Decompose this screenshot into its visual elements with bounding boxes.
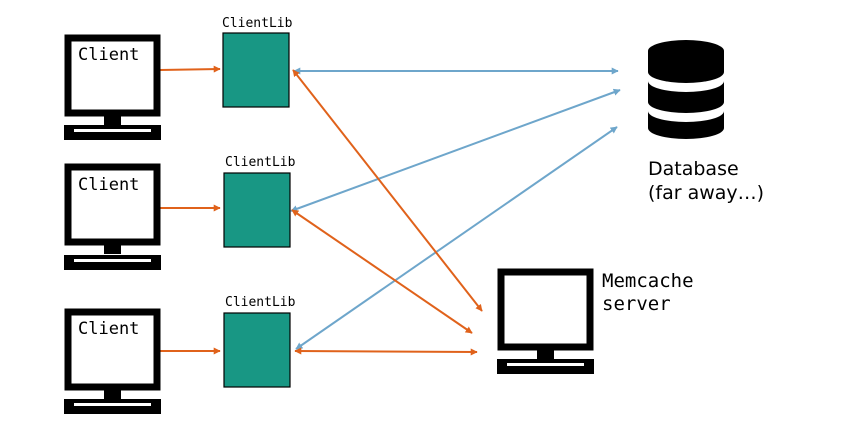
- arrow-clientlib2-database: [290, 88, 621, 213]
- database-cylinder-icon: [648, 40, 724, 139]
- client-1: Client: [64, 34, 161, 140]
- clientlib-3: ClientLib: [223, 295, 296, 388]
- computer-monitor-icon: [497, 268, 594, 374]
- clientlib-box: [223, 312, 291, 388]
- clientlib-box: [222, 32, 290, 108]
- client-label: Client: [78, 175, 139, 195]
- computer-monitor-icon: [64, 34, 161, 140]
- arrow-clientlib3-memcache: [294, 347, 478, 356]
- clientlib-2: ClientLib: [223, 155, 296, 248]
- clientlib-label: ClientLib: [225, 295, 296, 310]
- computer-monitor-icon: [64, 163, 161, 270]
- clientlib-label: ClientLib: [225, 155, 296, 170]
- clientlib-box: [223, 172, 291, 248]
- memcache-label-line2: server: [602, 293, 671, 315]
- database-sublabel: (far away…): [648, 182, 764, 204]
- database-label: Database: [648, 158, 739, 180]
- arrow-client1-clientlib1: [159, 65, 221, 73]
- client-2: Client: [64, 163, 161, 270]
- client-3: Client: [64, 308, 161, 414]
- memcache-server: Memcache server: [497, 268, 694, 374]
- clientlib-1: ClientLib: [222, 16, 293, 108]
- database: Database (far away…): [648, 40, 764, 204]
- computer-monitor-icon: [64, 308, 161, 414]
- clientlib-label: ClientLib: [222, 16, 293, 31]
- connections: [159, 65, 621, 356]
- arrow-clientlib2-memcache: [291, 209, 473, 334]
- memcache-label-line1: Memcache: [602, 270, 694, 292]
- client-label: Client: [78, 319, 139, 339]
- client-label: Client: [78, 45, 139, 65]
